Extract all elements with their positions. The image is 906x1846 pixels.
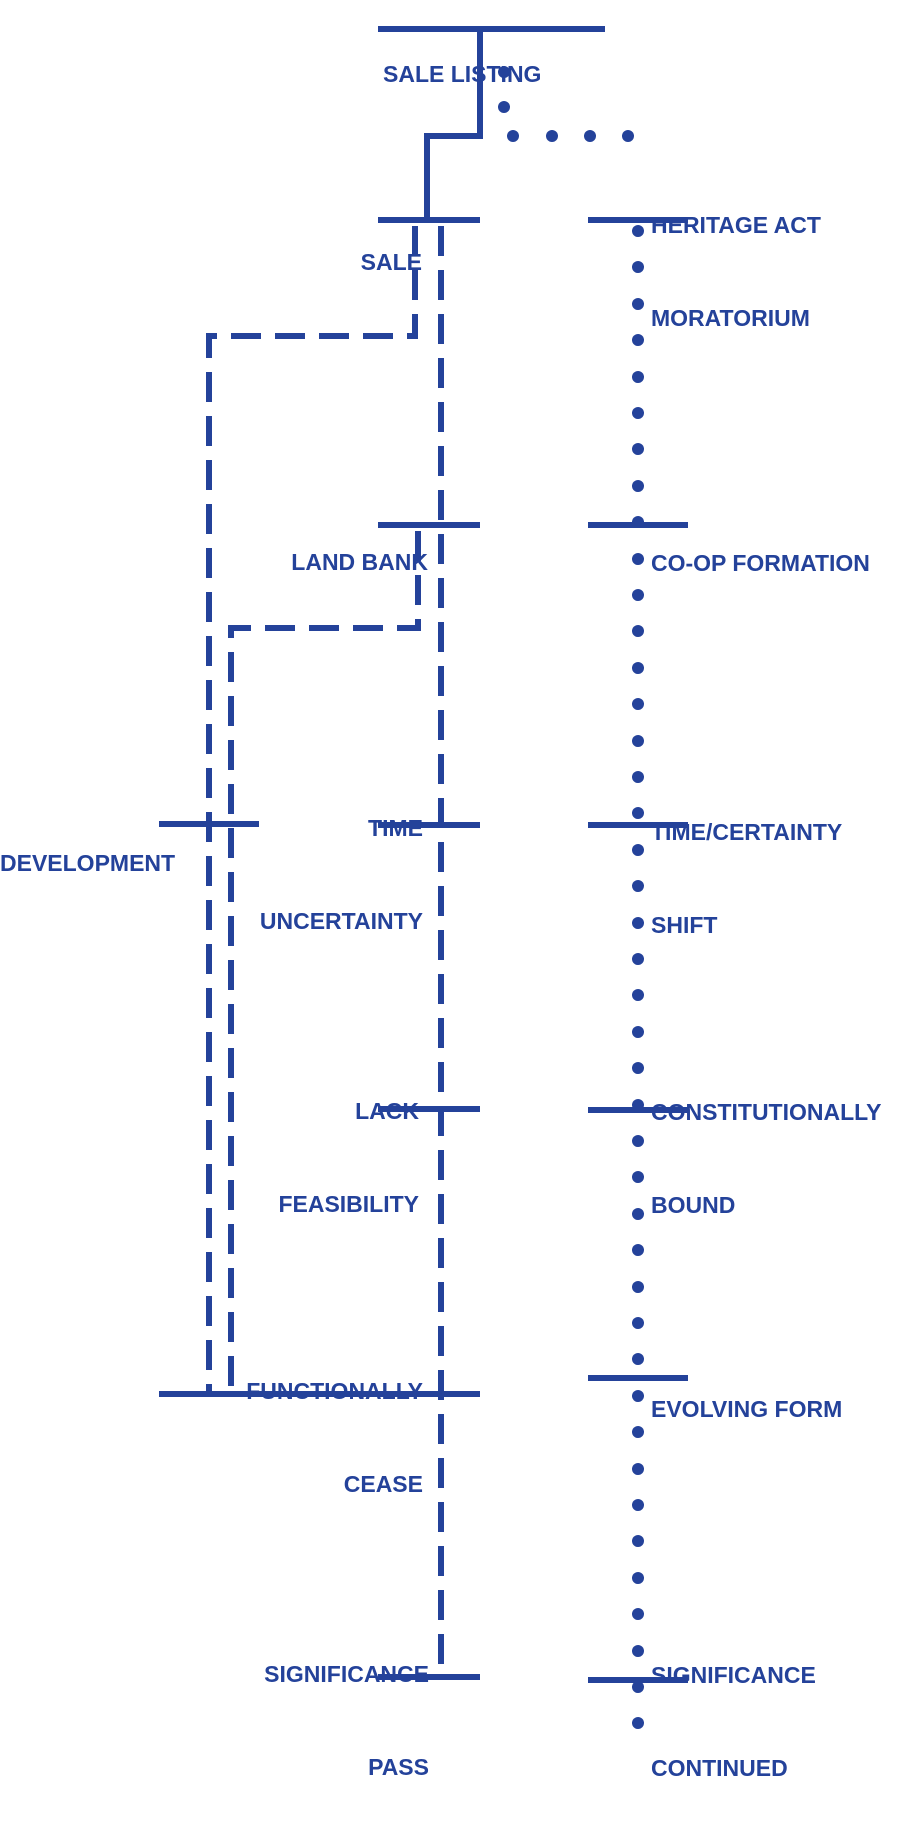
label-time-certainty-shift: TIME/CERTAINTY SHIFT (651, 755, 842, 1003)
right-dotted-spine-dot (632, 1535, 644, 1547)
label-line: FUNCTIONALLY (246, 1378, 423, 1404)
label-line: LAND BANK (291, 549, 428, 575)
right-dotted-spine-dot (632, 1317, 644, 1329)
right-dotted-spine-dot (632, 844, 644, 856)
sale-listing-to-sale-path (424, 29, 483, 220)
label-line: SIGNIFICANCE (264, 1661, 429, 1687)
label-line: CEASE (343, 1471, 423, 1497)
right-dotted-spine-dot (632, 1608, 644, 1620)
right-dotted-spine-dot (632, 334, 644, 346)
label-line: PASS (368, 1754, 429, 1780)
right-dotted-spine-dot (632, 625, 644, 637)
right-dotted-spine-dot (632, 1062, 644, 1074)
label-line: UNCERTAINTY (259, 908, 423, 934)
right-dotted-spine-dot (632, 1099, 644, 1111)
label-significance-continued: SIGNIFICANCE CONTINUED (651, 1598, 816, 1846)
right-dotted-spine-dot (632, 771, 644, 783)
label-line: MORATORIUM (651, 305, 810, 331)
label-line: EVOLVING FORM (651, 1396, 843, 1422)
right-dotted-spine-dot (632, 1390, 644, 1402)
right-dotted-spine-dot (632, 698, 644, 710)
right-dotted-spine-dot (632, 261, 644, 273)
pathway-diagram: SALE LISTING SALE HERITAGE ACT MORATORIU… (0, 0, 881, 1781)
label-significance-pass: SIGNIFICANCE PASS (264, 1597, 429, 1845)
right-dotted-spine-dot (632, 516, 644, 528)
label-heritage-act-moratorium: HERITAGE ACT MORATORIUM (651, 148, 821, 396)
label-line: HERITAGE ACT (651, 212, 821, 238)
right-dotted-spine-dot (632, 989, 644, 1001)
right-dotted-spine-dot (632, 1171, 644, 1183)
right-dotted-spine-dot (632, 1281, 644, 1293)
right-dotted-spine-dot (632, 1244, 644, 1256)
listing-dot (546, 130, 558, 142)
label-evolving-form: EVOLVING FORM (651, 1332, 842, 1487)
label-line: CONTINUED (651, 1755, 788, 1781)
right-dotted-spine-dot (632, 480, 644, 492)
label-co-op-formation: CO-OP FORMATION (651, 486, 870, 641)
label-line: FEASIBILITY (278, 1191, 419, 1217)
right-dotted-spine-dot (632, 953, 644, 965)
right-dotted-spine-dot (632, 1572, 644, 1584)
label-line: BOUND (651, 1192, 736, 1218)
label-line: TIME (368, 815, 423, 841)
label-line: SALE (360, 249, 422, 275)
listing-dot (584, 130, 596, 142)
label-development: DEVELOPMENT (0, 786, 175, 941)
label-line: CO-OP FORMATION (651, 550, 870, 576)
label-line: DEVELOPMENT (0, 850, 176, 876)
right-dotted-spine-dot (632, 1499, 644, 1511)
listing-dot (622, 130, 634, 142)
right-dotted-spine-dot (632, 371, 644, 383)
right-dotted-spine-dot (632, 880, 644, 892)
right-dotted-spine-dot (632, 1208, 644, 1220)
label-line: SHIFT (651, 912, 718, 938)
label-constitutionally-bound: CONSTITUTIONALLY BOUND (651, 1035, 881, 1283)
label-sale: SALE (361, 185, 422, 340)
outer-dashed-loop (206, 226, 418, 1394)
pathway-lines (159, 26, 688, 1729)
listing-dot (498, 101, 510, 113)
right-dotted-spine-dot (632, 1717, 644, 1729)
label-line: CONSTITUTIONALLY (651, 1099, 882, 1125)
right-dotted-spine-dot (632, 1026, 644, 1038)
right-dotted-spine-dot (632, 443, 644, 455)
label-time-uncertainty: TIME UNCERTAINTY (260, 751, 423, 999)
label-land-bank: LAND BANK (291, 485, 428, 640)
label-line: SALE LISTING (383, 61, 542, 87)
label-sale-listing: SALE LISTING (383, 0, 541, 152)
label-functionally-cease: FUNCTIONALLY CEASE (246, 1314, 423, 1562)
listing-dot (507, 130, 519, 142)
right-dotted-spine-dot (632, 917, 644, 929)
right-dotted-spine-dot (632, 589, 644, 601)
right-dotted-spine-dot (632, 662, 644, 674)
right-dotted-spine-dot (632, 1353, 644, 1365)
right-dotted-spine-dot (632, 225, 644, 237)
label-lack-feasibility: LACK FEASIBILITY (278, 1034, 419, 1282)
listing-dot (498, 66, 510, 78)
inner-dashed-loop (228, 531, 421, 1394)
right-dotted-spine-dot (632, 1681, 644, 1693)
right-dotted-spine-dot (632, 1426, 644, 1438)
label-line: SIGNIFICANCE (651, 1662, 816, 1688)
right-dotted-spine-dot (632, 298, 644, 310)
right-dotted-spine-dot (632, 1645, 644, 1657)
right-dotted-spine-dot (632, 807, 644, 819)
right-dotted-spine-dot (632, 407, 644, 419)
label-line: TIME/CERTAINTY (651, 819, 843, 845)
right-dotted-spine-dot (632, 1135, 644, 1147)
label-line: LACK (355, 1098, 419, 1124)
right-dotted-spine-dot (632, 1463, 644, 1475)
right-dotted-spine-dot (632, 553, 644, 565)
right-dotted-spine-dot (632, 735, 644, 747)
